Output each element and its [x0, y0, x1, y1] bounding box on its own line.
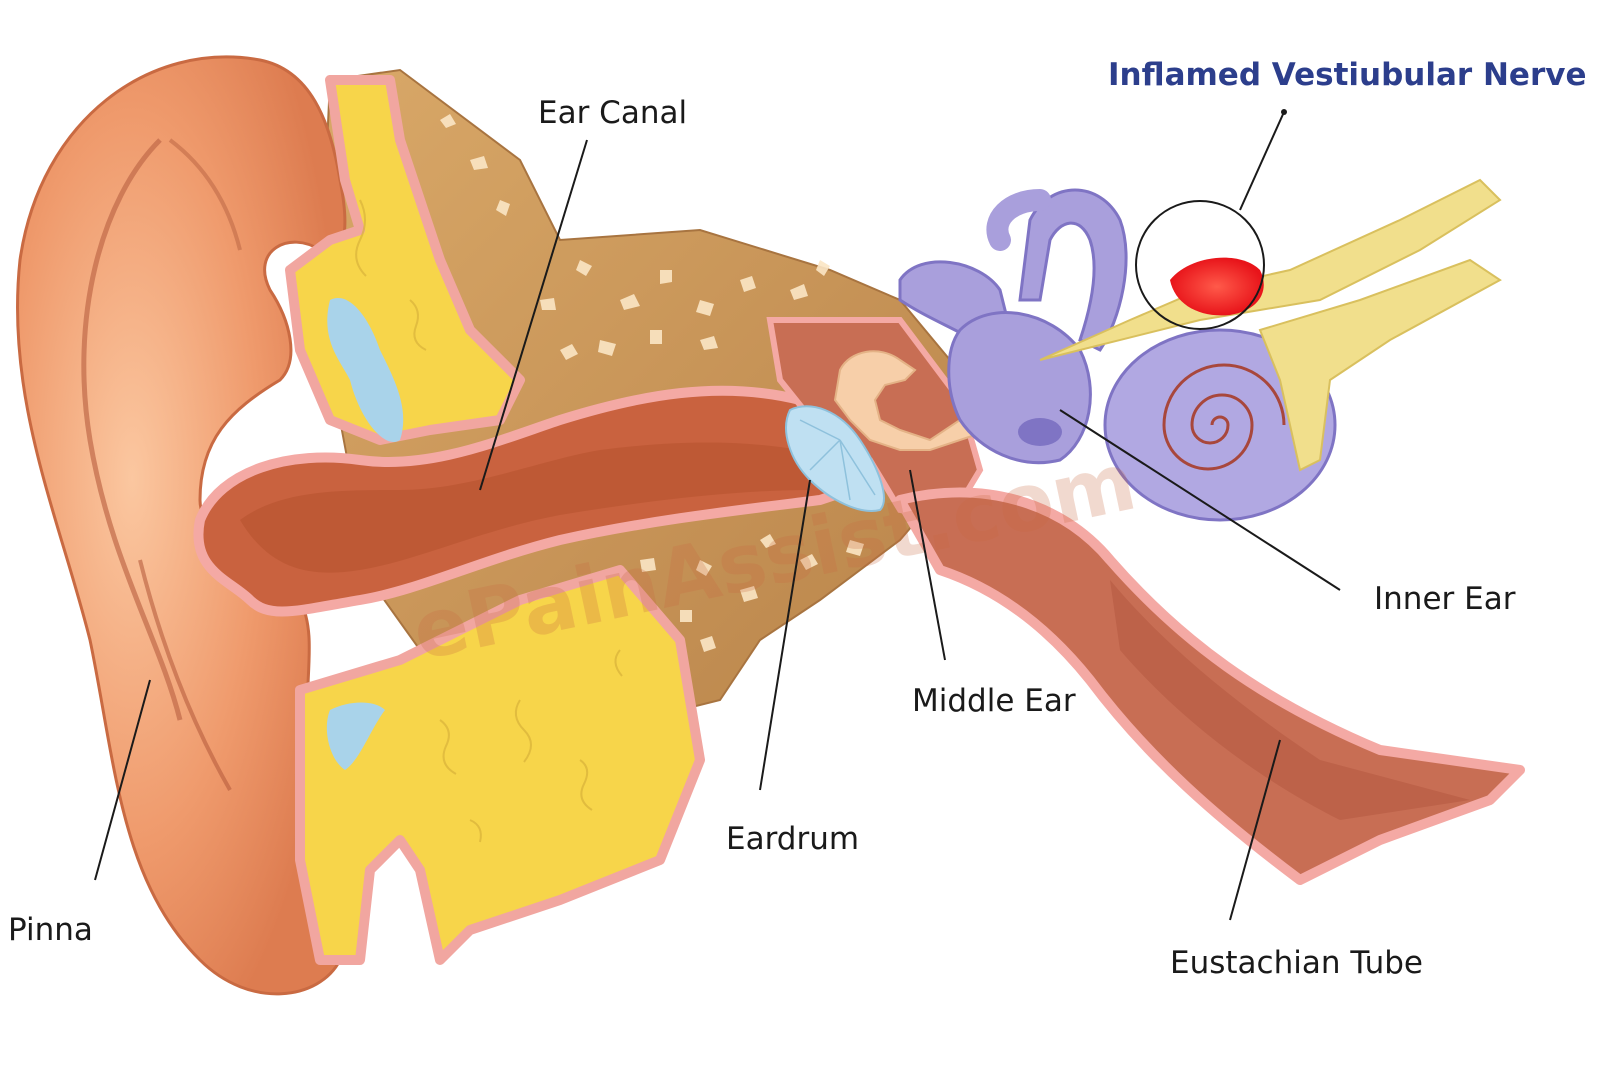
ossicles: [833, 350, 1002, 451]
label-eustachian-tube: Eustachian Tube: [1170, 945, 1423, 981]
leader-eustachian: [1229, 739, 1281, 921]
eustachian-inner: [1110, 580, 1470, 820]
leader-eardrum: [759, 479, 811, 791]
leader-ear-canal: [479, 139, 588, 491]
cartilage-lower: [295, 565, 705, 965]
leader-title: [1239, 111, 1285, 211]
label-pinna: Pinna: [8, 912, 93, 948]
eardrum-shape: [785, 405, 885, 512]
label-middle-ear: Middle Ear: [912, 683, 1076, 719]
inner-ear-shape: [898, 188, 1337, 522]
leader-inner-ear: [1059, 409, 1341, 591]
inflamed-nerve-area: [1170, 257, 1264, 316]
leader-lines: [94, 109, 1341, 921]
label-inner-ear: Inner Ear: [1374, 581, 1516, 617]
eardrum-ribs: [799, 419, 876, 501]
canal-inner: [240, 442, 810, 573]
title-inflamed-nerve: Inflamed Vestiubular Nerve: [1108, 57, 1587, 93]
leader-pinna: [94, 679, 151, 881]
blue-gland-lower: [326, 702, 385, 770]
cochlear-nerve: [1258, 258, 1502, 472]
antihelix-fold: [168, 138, 242, 251]
helix-fold: [81, 138, 183, 721]
label-eardrum: Eardrum: [726, 821, 860, 857]
cartilage-texture: [355, 199, 623, 843]
label-ear-canal: Ear Canal: [538, 95, 688, 131]
lobe-fold: [138, 559, 232, 791]
bone-texture: [440, 114, 864, 652]
leader-middle-ear: [909, 469, 946, 661]
callout-circle: [1135, 200, 1265, 330]
blue-gland-upper: [327, 298, 404, 442]
